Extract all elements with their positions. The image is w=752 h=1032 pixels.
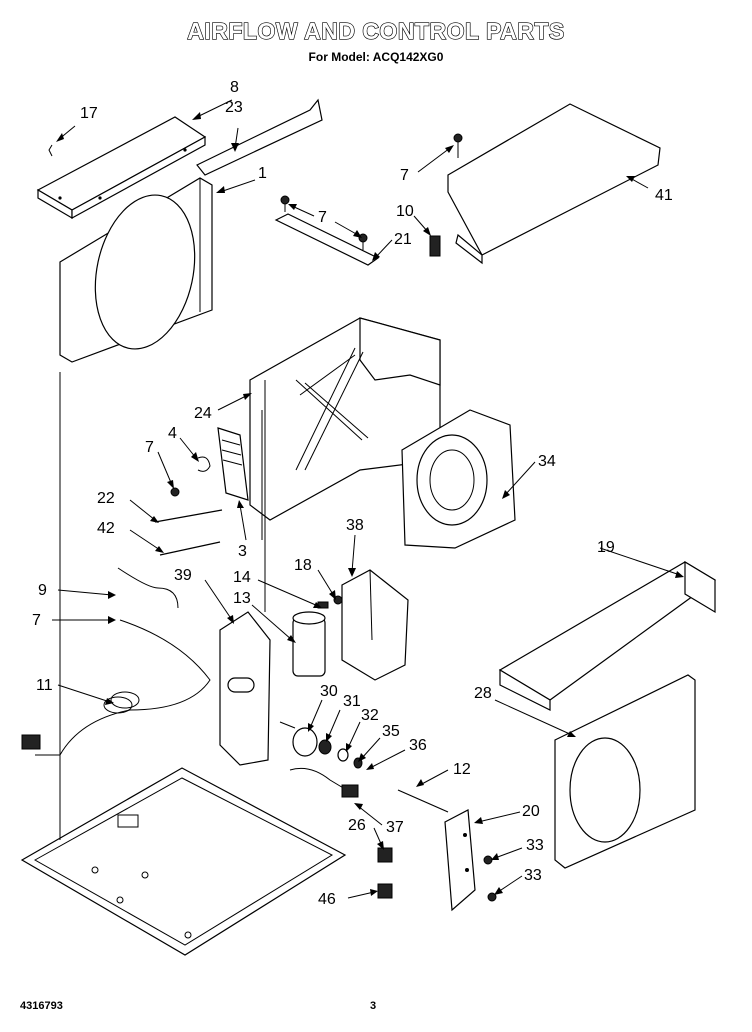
callout-36: 36 (409, 737, 427, 754)
document-number: 4316793 (20, 1000, 63, 1012)
callout-24: 24 (194, 405, 212, 422)
callout-35: 35 (382, 723, 400, 740)
callout-21: 21 (394, 231, 412, 248)
part-42-rod (159, 541, 221, 556)
part-19-top-cover (498, 560, 717, 711)
callout-30: 30 (320, 683, 338, 700)
callout-13: 13 (233, 590, 251, 607)
part-10-connector (429, 235, 441, 257)
callout-38: 38 (346, 517, 364, 534)
part-3-control-bracket (217, 427, 249, 501)
callout-10: 10 (396, 203, 414, 220)
callout-numbers: 17 8 23 1 7 21 7 10 41 24 7 4 22 42 3 34… (32, 79, 673, 908)
model-subtitle: For Model: ACQ142XG0 (308, 50, 444, 64)
part-34-blower-scroll (401, 409, 516, 549)
callout-7c: 7 (145, 439, 154, 456)
callout-9: 9 (38, 582, 47, 599)
part-12-rod (397, 789, 449, 813)
callout-46: 46 (318, 891, 336, 908)
part-22-rod (154, 509, 223, 523)
part-9-wire (117, 567, 179, 609)
part-28-condenser-shroud (554, 674, 696, 869)
callout-42: 42 (97, 520, 115, 537)
part-33-screw-a (483, 855, 493, 865)
callout-33b: 33 (524, 867, 542, 884)
callout-14: 14 (233, 569, 251, 586)
part-41-cover-plate (447, 103, 661, 265)
callout-18: 18 (294, 557, 312, 574)
part-1-fan-shroud (59, 177, 213, 363)
callout-32: 32 (361, 707, 379, 724)
callout-20: 20 (522, 803, 540, 820)
callout-17: 17 (80, 105, 98, 122)
callout-7a: 7 (318, 209, 327, 226)
callout-31: 31 (343, 693, 361, 710)
part-24-partition-panel (249, 317, 441, 540)
callout-7b: 7 (400, 167, 409, 184)
callout-11: 11 (36, 677, 53, 694)
part-17-clip (48, 144, 53, 157)
part-38-control-box (333, 569, 409, 681)
callout-19: 19 (597, 539, 615, 556)
base-pan (20, 767, 347, 956)
part-11-power-cord (21, 619, 211, 756)
part-7-screw-c (170, 487, 180, 497)
part-23-brace (196, 98, 323, 176)
part-20-mounting-plate (444, 809, 476, 912)
callout-22: 22 (97, 490, 115, 507)
callout-7d: 7 (32, 612, 41, 629)
callout-34: 34 (538, 453, 556, 470)
callout-39: 39 (174, 567, 192, 584)
page-number: 3 (370, 1000, 377, 1012)
callout-4: 4 (168, 425, 177, 442)
part-46-switch (377, 883, 393, 899)
part-26-switch (377, 847, 393, 863)
callout-26: 26 (348, 817, 366, 834)
part-13-capacitor (292, 601, 329, 677)
callout-1: 1 (258, 165, 267, 182)
callout-28: 28 (474, 685, 492, 702)
part-8-top-bracket (36, 116, 207, 220)
callout-3: 3 (238, 543, 247, 560)
callout-leaders (52, 99, 684, 899)
callout-33a: 33 (526, 837, 544, 854)
callout-37: 37 (386, 819, 404, 836)
callout-41: 41 (655, 187, 673, 204)
part-4-clip (197, 456, 211, 472)
callout-23: 23 (225, 99, 243, 116)
part-39-control-panel (219, 611, 271, 766)
callout-12: 12 (453, 761, 471, 778)
callout-8: 8 (230, 79, 239, 96)
part-30-36-motor-assembly (279, 721, 363, 798)
page-title: AIRFLOW AND CONTROL PARTS (187, 17, 565, 44)
